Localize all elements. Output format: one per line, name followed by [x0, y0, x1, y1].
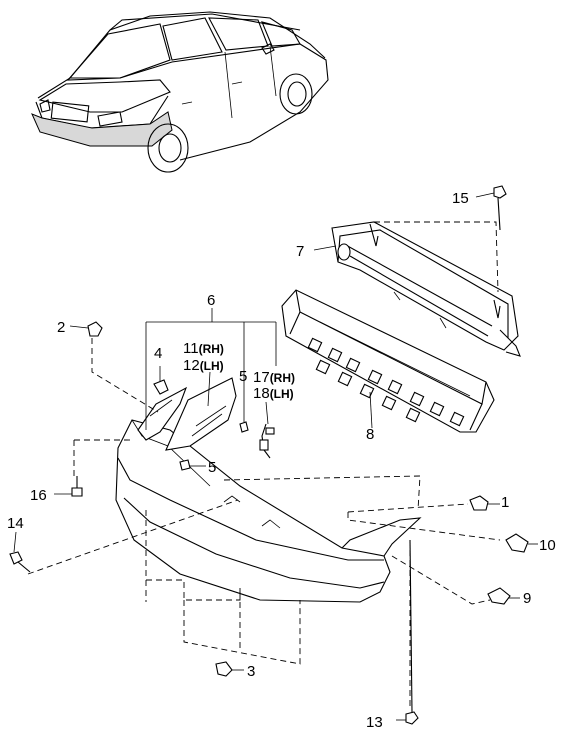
callout-11-side: (RH) [199, 342, 224, 356]
car-illustration [31, 11, 329, 173]
callout-12-number: 12 [183, 357, 200, 374]
callout-12-side: (LH) [200, 359, 224, 373]
callout-18-number: 18 [253, 385, 270, 402]
callout-18-side: (LH) [270, 387, 294, 401]
callout-16: 16 [30, 487, 47, 504]
callout-18: 18(LH) [253, 385, 294, 402]
reflector-bracket [165, 377, 237, 451]
side-bracket-left [137, 386, 188, 441]
callout-8: 8 [366, 426, 374, 443]
callout-14: 14 [7, 515, 24, 532]
screw-13 [405, 539, 419, 725]
wiring-harness [259, 423, 275, 459]
callout-15: 15 [452, 190, 469, 207]
callout-17-number: 17 [253, 369, 270, 386]
nut-3 [215, 661, 233, 677]
bolt-14 [9, 551, 31, 573]
bumper-energy-absorber [281, 289, 495, 433]
retainer-5a [239, 421, 249, 433]
bolt-16 [71, 476, 83, 497]
callout-5a: 5 [239, 368, 247, 385]
callout-13: 13 [366, 714, 383, 731]
clip-4 [153, 379, 169, 395]
callout-4: 4 [154, 345, 162, 362]
callout-1: 1 [501, 494, 509, 511]
callout-3: 3 [247, 663, 255, 680]
grommet-9 [487, 587, 511, 605]
bolt-15 [493, 185, 507, 231]
leader-lines [13, 192, 538, 721]
callout-10: 10 [539, 537, 556, 554]
callout-labels: 1 2 3 4 5 5 6 7 8 9 10 11(RH) 12(LH) 13 … [7, 190, 556, 731]
callout-6: 6 [207, 292, 215, 309]
callout-11-number: 11 [183, 340, 199, 357]
callout-5b: 5 [208, 459, 216, 476]
callout-11: 11(RH) [183, 340, 224, 357]
clip-2 [87, 321, 103, 337]
callout-17-side: (RH) [270, 371, 295, 385]
nut-1 [469, 495, 489, 511]
callout-17: 17(RH) [253, 369, 295, 386]
callout-9: 9 [523, 590, 531, 607]
callout-7: 7 [296, 243, 304, 260]
retainer-5b [179, 459, 191, 471]
bumper-reinforcement-beam [331, 221, 521, 357]
callout-12: 12(LH) [183, 357, 224, 374]
grommet-10 [505, 533, 529, 553]
dashed-guides [27, 221, 501, 706]
callout-2: 2 [57, 319, 65, 336]
